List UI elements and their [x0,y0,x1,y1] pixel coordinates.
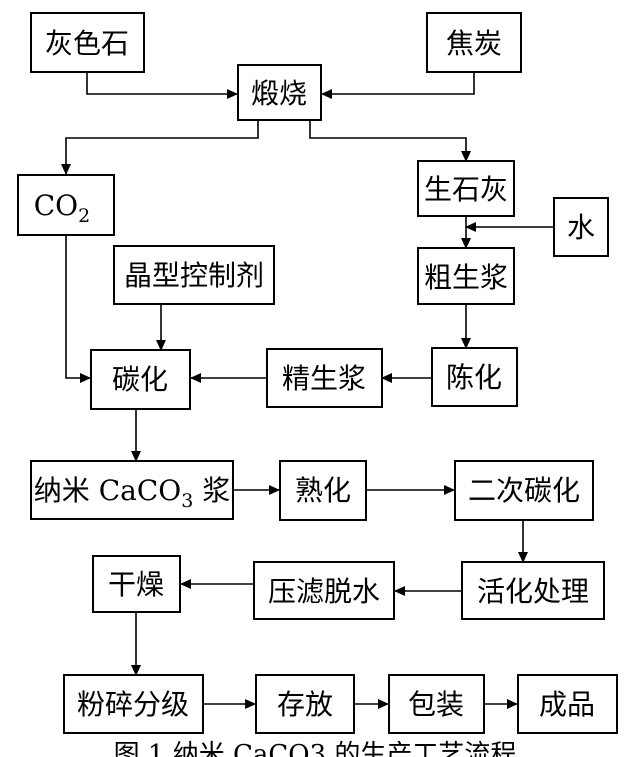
node-refined-slurry-label: 精生浆 [282,362,366,395]
node-limestone-label: 灰色石 [45,27,129,60]
node-crude-slurry: 粗生浆 [417,247,515,305]
node-water: 水 [553,197,609,257]
node-co2: CO2 [17,174,115,236]
node-co2-subscript: 2 [78,205,90,227]
node-coke: 焦炭 [426,12,522,73]
edge-coke-calcination [321,73,475,99]
node-water-label: 水 [567,211,595,244]
figure-caption: 图 1 纳米 CaCO3 的生产工艺流程 [114,740,517,757]
node-filter-press-label: 压滤脱水 [268,575,380,608]
node-secondary-carbonation-label: 二次碳化 [468,474,580,507]
node-aging: 陈化 [431,347,518,407]
edge-calcination-co2 [61,120,259,175]
node-quicklime: 生石灰 [417,160,515,217]
svg-text:纳米 CaCO3 浆: 纳米 CaCO3 浆 [34,474,230,512]
node-refined-slurry: 精生浆 [266,348,383,408]
node-calcination-label: 煅烧 [251,77,307,110]
node-aging-label: 陈化 [446,361,502,394]
node-product: 成品 [517,674,618,734]
node-drying: 干燥 [92,555,181,613]
node-co2-label: CO [34,189,78,222]
node-nano-slurry: 纳米 CaCO3 浆 [30,460,234,520]
node-drying-label: 干燥 [108,568,164,601]
node-nano-slurry-subscript: 3 [181,490,193,512]
node-calcination: 煅烧 [237,64,322,121]
node-packaging: 包装 [388,674,485,734]
node-crude-slurry-label: 粗生浆 [424,261,508,294]
node-storage-label: 存放 [277,688,333,721]
node-curing: 熟化 [279,460,367,521]
node-quicklime-label: 生石灰 [424,173,508,206]
node-crushing: 粉碎分级 [63,674,204,734]
node-filter-press: 压滤脱水 [253,561,395,620]
edge-co2-carbonation [65,235,91,383]
node-nano-slurry-suffix: 浆 [193,474,230,507]
edge-limestone-calcination [86,73,238,99]
node-limestone: 灰色石 [30,12,145,73]
node-curing-label: 熟化 [295,474,351,507]
node-storage: 存放 [255,674,355,734]
node-secondary-carbonation: 二次碳化 [454,460,594,521]
edge-calcination-quicklime [309,120,471,162]
node-crystal-agent-label: 晶型控制剂 [124,259,264,292]
svg-text:CO2: CO2 [34,189,90,227]
node-nano-slurry-label: 纳米 CaCO [34,474,181,507]
node-product-label: 成品 [539,688,595,721]
node-activation: 活化处理 [461,561,605,620]
node-packaging-label: 包装 [408,688,464,721]
edges [61,73,553,709]
node-crushing-label: 粉碎分级 [77,688,189,721]
node-crystal-agent: 晶型控制剂 [113,245,275,305]
node-carbonation: 碳化 [90,349,191,410]
node-coke-label: 焦炭 [446,27,502,60]
node-activation-label: 活化处理 [477,575,589,608]
node-carbonation-label: 碳化 [112,363,168,396]
